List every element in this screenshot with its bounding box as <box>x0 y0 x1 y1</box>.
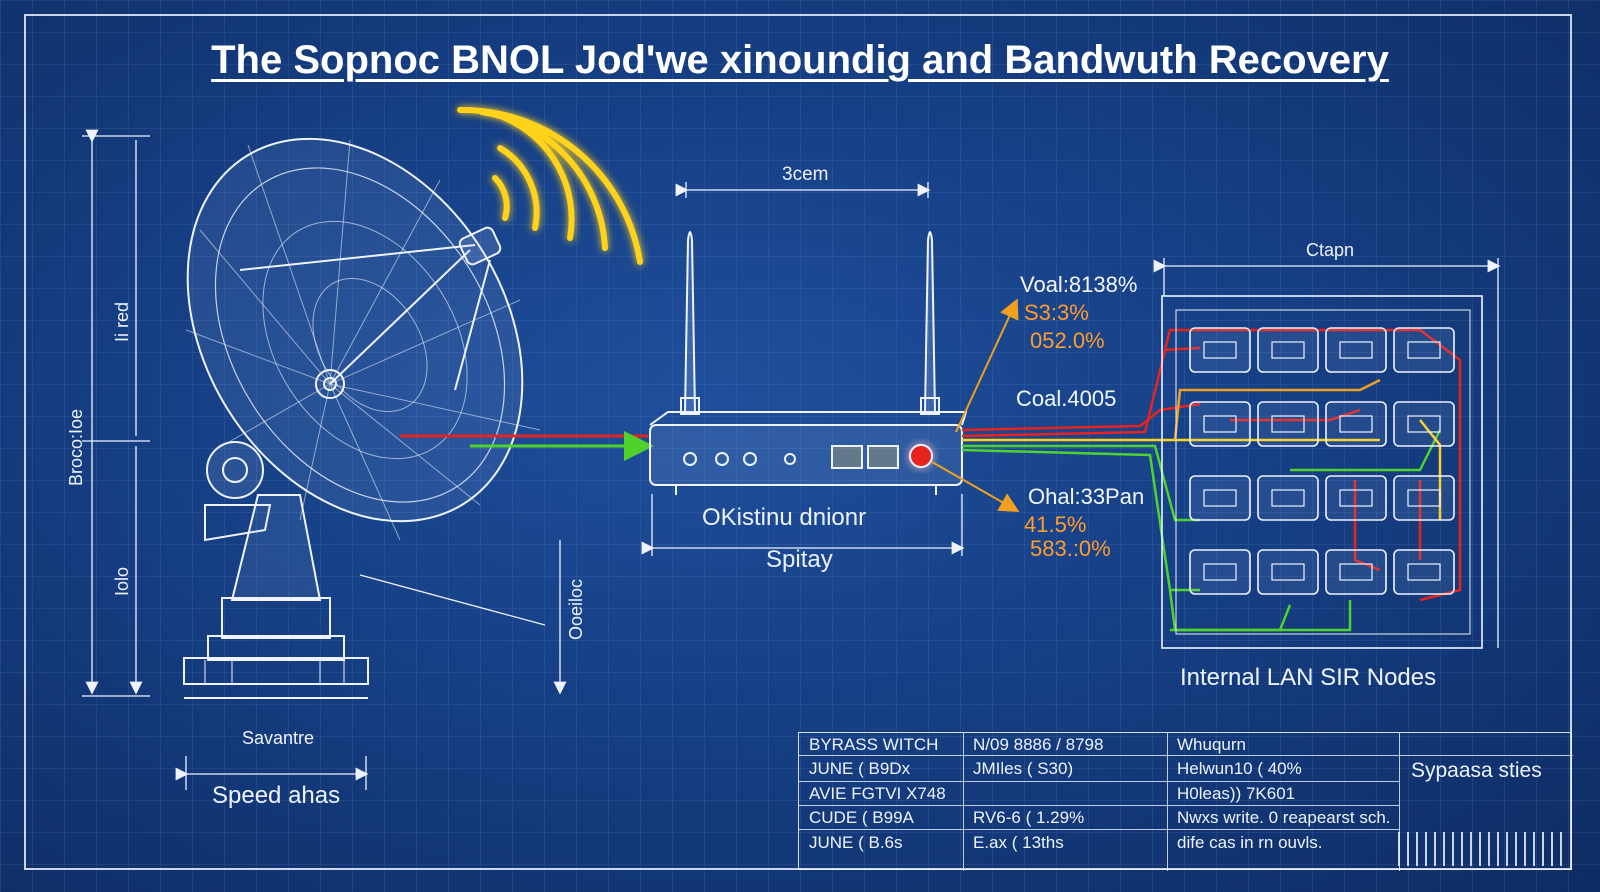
lan-dimensions <box>1153 258 1501 648</box>
lan-node-port-0-3 <box>1407 341 1441 359</box>
router-sub-label: Spitay <box>766 546 833 573</box>
lan-width-label: Ctapn <box>1306 240 1355 260</box>
lan-node-port-2-3 <box>1407 489 1441 507</box>
dish-upper-dim-label: Ii red <box>112 301 132 342</box>
table-cell-r0c1: N/09 8886 / 8798 <box>973 735 1104 754</box>
lan-node-port-3-1 <box>1271 563 1305 581</box>
dish-lower-dim-label: Iolo <box>112 566 132 596</box>
dish-to-router-wires <box>400 431 654 461</box>
title-block-barcode <box>1398 832 1568 866</box>
stat-group3-line2: 583.:0% <box>1030 536 1111 561</box>
table-cell-r4c1: E.ax ( 13ths <box>973 833 1064 852</box>
lan-node-0-2 <box>1325 327 1387 373</box>
diagram-title: The Sopnoc BNOL Jod'we xinoundig and Ban… <box>211 38 1389 82</box>
lan-node-0-1 <box>1257 327 1319 373</box>
lan-node-port-2-0 <box>1203 489 1237 507</box>
stat-group3-line1: 41.5% <box>1024 512 1087 537</box>
lan-node-3-1 <box>1257 549 1319 595</box>
table-cell-r2c0: AVIE FGTVI X748 <box>809 784 946 803</box>
table-cell-r4c2: dife cas in rn ouvls. <box>1177 833 1323 852</box>
lan-node-1-2 <box>1325 401 1387 447</box>
router-width-label: 3cem <box>782 164 829 185</box>
dish-pedestal-dim-label: Ooeiloc <box>566 578 586 640</box>
lan-node-port-3-2 <box>1339 563 1373 581</box>
lan-node-grid <box>1189 327 1455 595</box>
table-cell-r3c2: Nwxs write. 0 reapearst sch. <box>1177 808 1391 827</box>
table-cell-r2c2: H0leas)) 7K601 <box>1177 784 1296 803</box>
signal-waves <box>457 106 643 265</box>
table-cell-r0c2: Whuqurn <box>1177 735 1246 754</box>
lan-node-panel <box>1161 295 1483 649</box>
stat-group1-title: Voal:8138% <box>1020 272 1138 297</box>
stat-group1-line2: 052.0% <box>1030 328 1105 353</box>
title-block-table: BYRASS WITCH N/09 8886 / 8798 Whuqurn JU… <box>798 732 1573 871</box>
table-cell-r1c1: JMIles ( S30) <box>973 759 1074 778</box>
lan-node-1-0 <box>1189 401 1251 447</box>
lan-node-port-0-0 <box>1203 341 1237 359</box>
stat-group3-title: Ohal:33Pan <box>1028 484 1145 509</box>
lan-node-2-0 <box>1189 475 1251 521</box>
table-cell-r3c1: RV6-6 ( 1.29% <box>973 808 1085 827</box>
lan-node-port-3-0 <box>1203 563 1237 581</box>
stat-group2-title: Coal.4005 <box>1016 386 1117 411</box>
stat-callout-arrows <box>931 298 1020 512</box>
table-cell-r3c0: CUDE ( B99A <box>809 808 914 827</box>
lan-node-port-0-2 <box>1339 341 1373 359</box>
lan-node-1-1 <box>1257 401 1319 447</box>
lan-node-0-0 <box>1189 327 1251 373</box>
stat-group1-line1: S3:3% <box>1024 300 1089 325</box>
dish-height-label: Broco:Ioe <box>66 408 86 486</box>
lan-node-port-2-2 <box>1339 489 1373 507</box>
router-dimensions <box>641 182 965 556</box>
lan-node-3-2 <box>1325 549 1387 595</box>
lan-node-2-1 <box>1257 475 1319 521</box>
router <box>649 231 968 495</box>
lan-caption: Internal LAN SIR Nodes <box>1180 664 1437 691</box>
lan-node-port-1-2 <box>1339 415 1373 433</box>
table-cell-r1c0: JUNE ( B9Dx <box>809 759 911 778</box>
dish-dimensions <box>82 129 567 790</box>
lan-node-2-3 <box>1393 475 1455 521</box>
lan-node-1-3 <box>1393 401 1455 447</box>
lan-node-3-3 <box>1393 549 1455 595</box>
lan-node-port-1-3 <box>1407 415 1441 433</box>
satellite-dish <box>183 137 541 699</box>
lan-node-2-2 <box>1325 475 1387 521</box>
dish-base-label: Savantre <box>242 728 315 748</box>
lan-node-port-1-0 <box>1203 415 1237 433</box>
table-side-label: Sypaasa sties <box>1411 759 1542 782</box>
dish-bottom-label: Speed ahas <box>212 782 341 809</box>
lan-node-port-2-1 <box>1271 489 1305 507</box>
table-cell-r1c2: Helwun10 ( 40% <box>1177 759 1302 778</box>
lan-node-port-0-1 <box>1271 341 1305 359</box>
table-cell-r4c0: JUNE ( B.6s <box>809 833 903 852</box>
lan-node-3-0 <box>1189 549 1251 595</box>
router-name-label: OKistinu dnionr <box>702 504 867 531</box>
lan-node-port-3-3 <box>1407 563 1441 581</box>
table-cell-r0c0: BYRASS WITCH <box>809 735 939 754</box>
lan-node-0-3 <box>1393 327 1455 373</box>
lan-node-port-1-1 <box>1271 415 1305 433</box>
